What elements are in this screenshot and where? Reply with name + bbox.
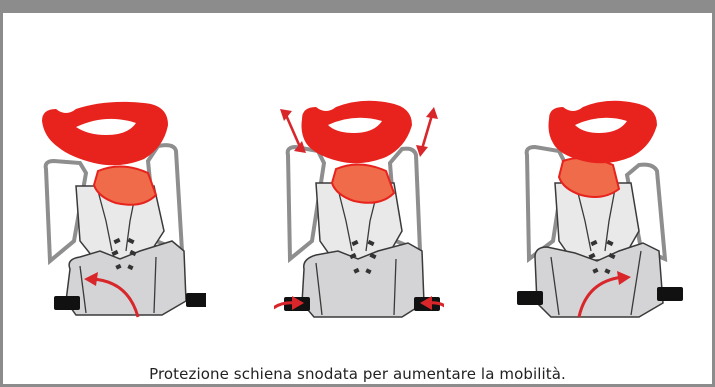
neck-collar xyxy=(548,100,657,198)
tilt-arrow-right-icon xyxy=(416,107,438,157)
squeeze-arrow-right-icon xyxy=(420,296,444,310)
rotation-arrow-icon xyxy=(577,275,624,318)
rotation-arrow-icon xyxy=(91,277,140,318)
arrow-head-icon xyxy=(84,272,98,286)
protector-body xyxy=(285,144,425,318)
arrow-head-icon xyxy=(617,271,631,285)
strap-right xyxy=(657,287,683,301)
protector-body xyxy=(524,144,668,318)
caption: Protezione schiena snodata per aumentare… xyxy=(149,365,566,383)
strap-left xyxy=(517,291,543,305)
strap-right xyxy=(186,293,206,307)
back-protector-illustration-right xyxy=(517,100,683,318)
neck-collar xyxy=(301,100,412,204)
tilt-arrow-left-icon xyxy=(280,109,306,153)
back-protector-illustration-center xyxy=(274,100,444,318)
protector-body xyxy=(43,143,187,316)
back-protector-illustration-left xyxy=(42,101,206,318)
neck-collar xyxy=(42,101,168,206)
squeeze-arrow-left-icon xyxy=(274,296,304,310)
strap-left xyxy=(54,296,80,310)
